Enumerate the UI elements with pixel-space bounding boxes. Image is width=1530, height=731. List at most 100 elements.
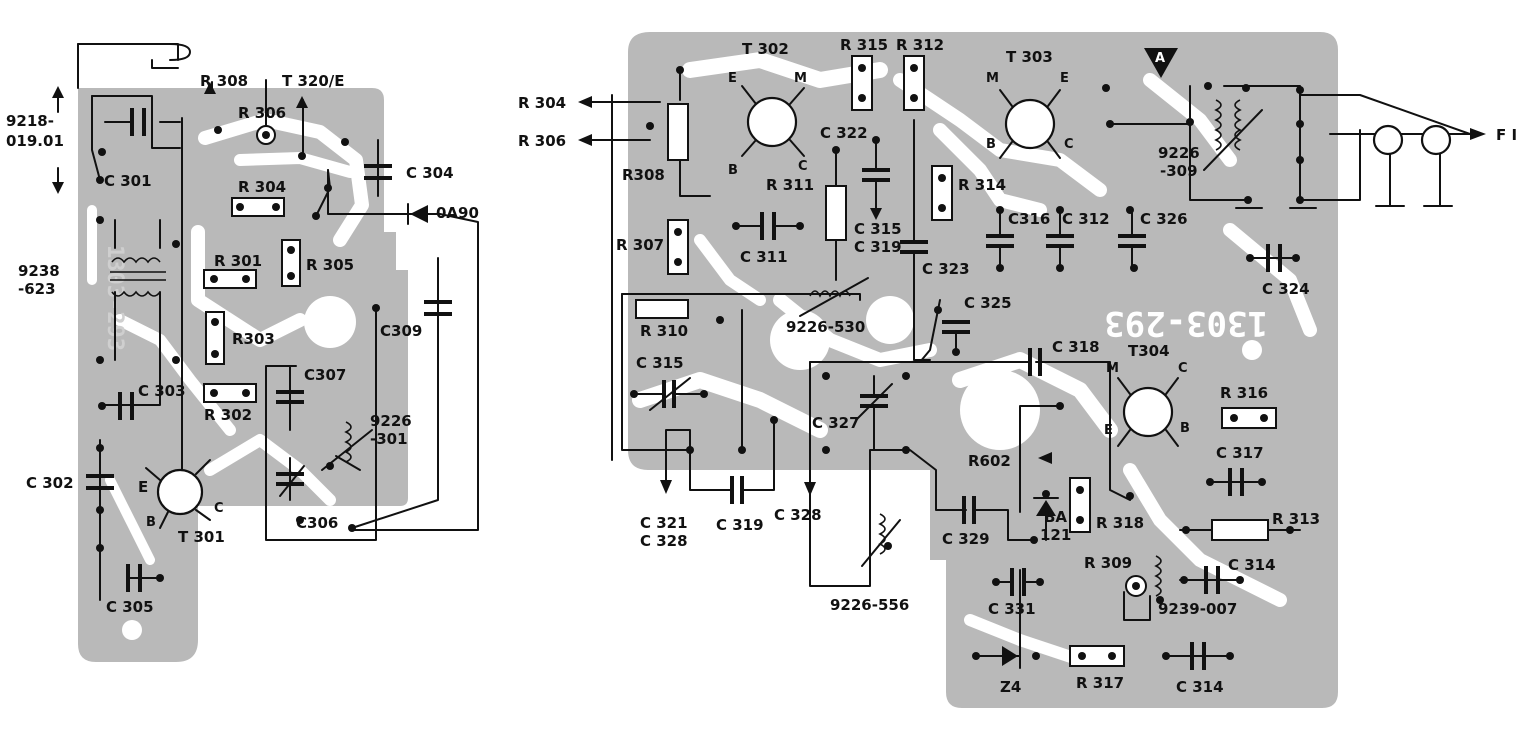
label-r304: R 304 [238, 178, 286, 196]
c316-symbol [986, 209, 1014, 269]
left-wire-oa90 [327, 169, 479, 531]
c324-symbol [1266, 244, 1282, 272]
t320-arrow [296, 96, 308, 108]
label-t302-b: B [728, 163, 738, 178]
coil-9226-530-arrow [799, 277, 869, 317]
label-c312: C 312 [1062, 210, 1110, 228]
c319b-symbol [730, 476, 744, 504]
label-t302: T 302 [742, 40, 789, 58]
label-c311: C 311 [740, 248, 788, 266]
left-connector-top [169, 43, 191, 61]
label-r306: R 306 [238, 104, 286, 122]
label-ba121b: 121 [1040, 526, 1071, 544]
label-c318: C 318 [1052, 338, 1100, 356]
left-wire-coil [91, 95, 181, 149]
label-t301-b: B [146, 515, 156, 530]
c304-symbol [364, 164, 392, 180]
label-c314b: C 314 [1176, 678, 1224, 696]
r310-body [635, 299, 689, 319]
left-trace-1 [198, 113, 369, 247]
label-t304: T304 [1128, 342, 1170, 360]
label-c327: C 327 [812, 414, 860, 432]
label-c315b: C 315 [636, 354, 684, 372]
right-trace-10 [1223, 223, 1317, 337]
label-coil-9226-309: 9226 [1158, 144, 1200, 162]
c305-symbol [126, 564, 142, 592]
c314a-symbol [1204, 566, 1220, 594]
left-arrow-up [52, 86, 64, 98]
r306-arrow [578, 134, 592, 146]
right-input-wires [587, 101, 661, 141]
r308-body [667, 103, 689, 161]
label-r315: R 315 [840, 36, 888, 54]
a-marker: A [1144, 48, 1178, 78]
label-c309: C309 [380, 322, 422, 340]
label-a: A [1155, 51, 1165, 66]
label-c304: C 304 [406, 164, 454, 182]
label-fi: F I [1496, 126, 1517, 144]
right-board-watermark: 1303-293 [1104, 303, 1268, 343]
right-wire-c321 [621, 293, 691, 491]
r317-footprint [1069, 645, 1125, 667]
label-coil-9218: 9218- [6, 112, 54, 130]
label-t304-c: C [1178, 361, 1188, 376]
r305-body [281, 239, 301, 287]
label-c307: C307 [304, 366, 346, 384]
r316-footprint [1221, 407, 1277, 429]
label-t303-m: M [986, 71, 999, 86]
label-t303: T 303 [1006, 48, 1053, 66]
c302-symbol [86, 474, 114, 490]
left-pads [96, 126, 380, 582]
r315-footprint [851, 55, 873, 111]
label-t304-e: E [1104, 423, 1113, 438]
t303-transistor [999, 89, 1061, 159]
coil-9226-309-arrow [1203, 109, 1263, 171]
c331-symbol [995, 568, 1041, 596]
c311-symbol [735, 212, 801, 240]
c315a-symbol [862, 168, 890, 220]
label-coil-9226: 9226 [370, 412, 412, 430]
right-trace-2 [893, 73, 1107, 197]
c303-symbol [118, 392, 134, 420]
label-c322: C 322 [820, 124, 868, 142]
label-coil-9218b: 019.01 [6, 132, 64, 150]
label-t304-m: M [1106, 361, 1119, 376]
right-wire-r602 [1019, 405, 1061, 513]
c323-symbol [900, 240, 928, 254]
right-board-logo [866, 296, 914, 344]
label-c324: C 324 [1262, 280, 1310, 298]
r304-body [231, 197, 285, 217]
left-trace-6 [105, 475, 155, 565]
c318-symbol [1028, 348, 1042, 376]
label-r602: R602 [968, 452, 1011, 470]
right-wire-r308-bottom [679, 159, 711, 197]
label-r307: R 307 [616, 236, 664, 254]
label-r302: R 302 [204, 406, 252, 424]
c321-arrow [660, 480, 672, 494]
label-r318: R 318 [1096, 514, 1144, 532]
c301-symbol [130, 108, 146, 136]
right-wire-c323 [913, 119, 931, 361]
coil-9226-309-symbol [1214, 99, 1242, 151]
right-wire-c325 [919, 299, 941, 363]
c329-symbol [962, 496, 976, 524]
label-coil-9226-556: 9226-556 [830, 596, 909, 614]
left-wire-coil9226 [335, 455, 361, 471]
label-c328a: C 328 [640, 532, 688, 550]
c315b-symbol [633, 377, 705, 411]
coil-9226-556-arrow [861, 519, 901, 567]
label-t301: T 301 [178, 528, 225, 546]
label-t302-c: C [798, 159, 808, 174]
c309-symbol [424, 300, 452, 316]
label-r316: R 316 [1220, 384, 1268, 402]
r306-pad [262, 131, 270, 139]
coil-9239-symbol [1154, 555, 1162, 597]
label-c319a: C 319 [854, 238, 902, 256]
label-r303: R303 [232, 330, 275, 348]
c314b-symbol [1190, 642, 1206, 670]
label-c321: C 321 [640, 514, 688, 532]
left-wire-top-2 [151, 59, 179, 69]
left-trace-3 [191, 225, 307, 347]
right-trace-3 [933, 123, 1047, 217]
